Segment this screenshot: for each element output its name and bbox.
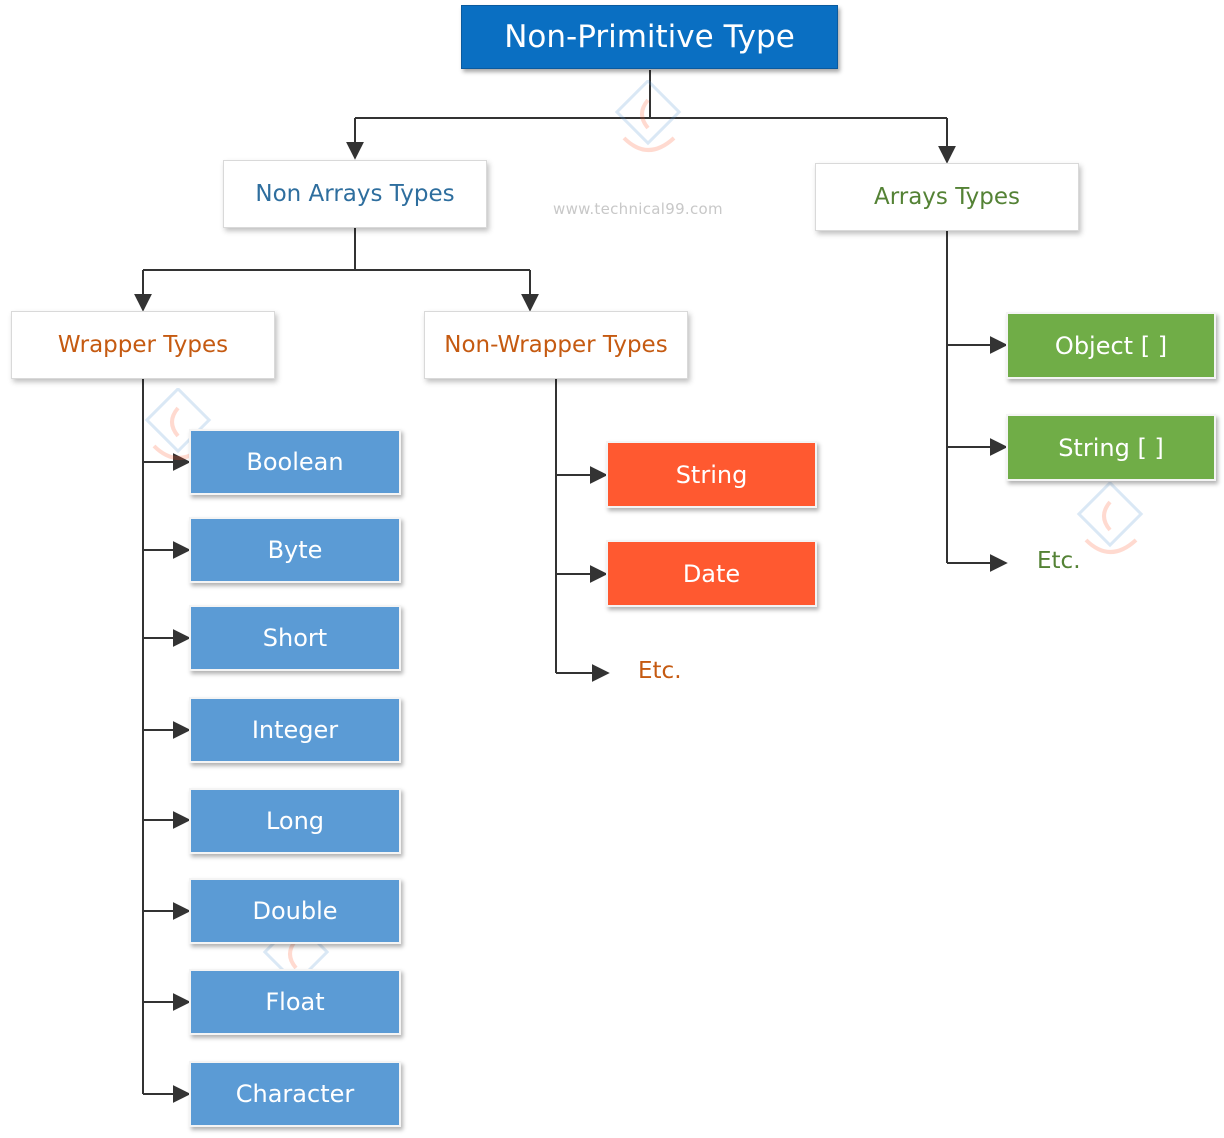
wrapper-types-node: Wrapper Types [11, 311, 275, 379]
non-wrapper-item-date: Date [606, 540, 817, 607]
wrapper-item-double: Double [189, 878, 401, 944]
arrays-types-node: Arrays Types [815, 163, 1079, 231]
wrapper-item-boolean: Boolean [189, 429, 401, 495]
array-item-object: Object [ ] [1006, 312, 1216, 379]
wrapper-item-character: Character [189, 1061, 401, 1127]
wrapper-item-float: Float [189, 969, 401, 1035]
wrapper-item-short: Short [189, 605, 401, 671]
wrapper-item-byte: Byte [189, 517, 401, 583]
arrays-etc-label: Etc. [1037, 548, 1081, 574]
watermark-text: www.technical99.com [553, 200, 723, 218]
root-node: Non-Primitive Type [461, 5, 838, 69]
watermark-logo-icon [1076, 482, 1144, 554]
wrapper-item-integer: Integer [189, 697, 401, 763]
non-wrapper-item-string: String [606, 441, 817, 508]
non-arrays-types-node: Non Arrays Types [223, 160, 487, 228]
non-wrapper-types-node: Non-Wrapper Types [424, 311, 688, 379]
wrapper-item-long: Long [189, 788, 401, 854]
array-item-string: String [ ] [1006, 414, 1216, 481]
non-wrapper-etc-label: Etc. [638, 658, 682, 684]
watermark-logo-icon [614, 80, 682, 152]
